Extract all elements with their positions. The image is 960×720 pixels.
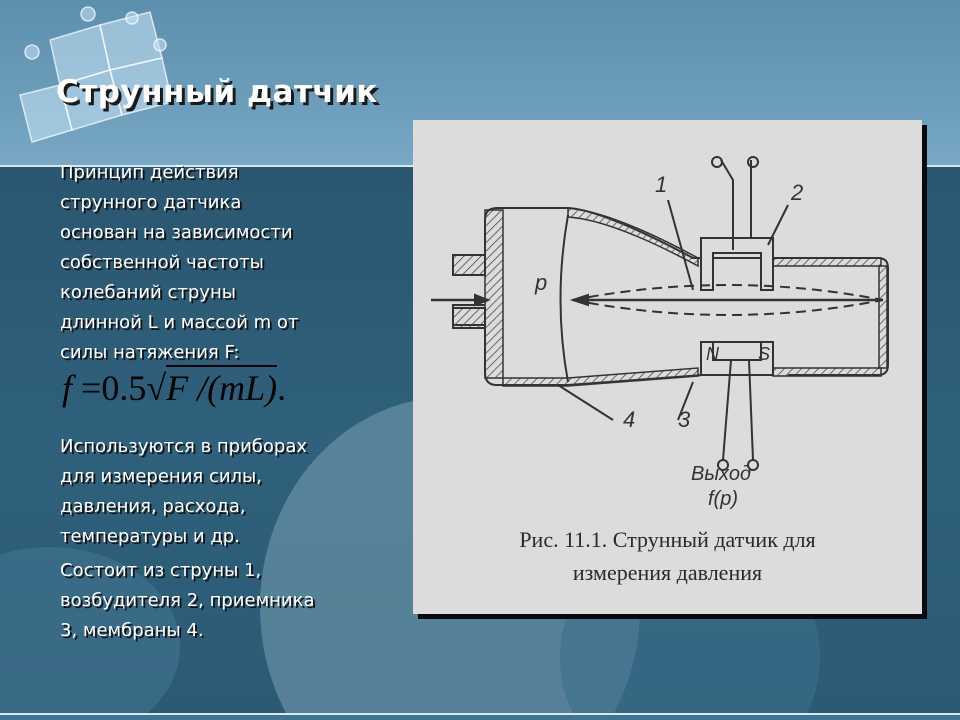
usage-text: Используются в приборах для измерения си… (60, 432, 380, 552)
text-line: длинной L и массой m от (60, 312, 299, 333)
label-string: 1 (655, 172, 667, 197)
formula-equals: = (81, 368, 102, 408)
text-line: температуры и др. (60, 526, 240, 547)
text-line: струнного датчика (60, 192, 242, 213)
label-receiver: 3 (678, 407, 691, 432)
text-line: возбудителя 2, приемника (60, 590, 315, 611)
sqrt-icon: √ (146, 368, 167, 408)
text-line: 3, мембраны 4. (60, 620, 204, 641)
label-membrane: 4 (623, 407, 635, 432)
footer-divider (0, 713, 960, 715)
text-line: собственной частоты (60, 252, 264, 273)
label-magnet-n: N (706, 344, 720, 364)
text-line: давления, расхода, (60, 496, 246, 517)
label-exciter: 2 (790, 180, 803, 205)
composition-text: Состоит из струны 1, возбудителя 2, прие… (60, 556, 380, 646)
text-line: основан на зависимости (60, 222, 293, 243)
figure-caption-line-1: Рис. 11.1. Струнный датчик для (519, 527, 816, 552)
formula-tail: . (277, 368, 287, 408)
frequency-formula: f =0.5√F /(mL). (62, 365, 286, 409)
text-line: Принцип действия (60, 162, 239, 183)
principle-text: Принцип действия струнного датчика основ… (60, 158, 380, 368)
label-output: Выход (691, 463, 751, 485)
formula-radicand: F /(mL) (166, 368, 278, 408)
label-pressure: p (534, 270, 547, 295)
footer-background (0, 715, 960, 720)
text-line: для измерения силы, (60, 466, 262, 487)
sensor-diagram-figure: 1 2 4 3 p N S Выход f(p) Рис. 11.1. Стру… (413, 120, 922, 614)
text-line: Используются в приборах (60, 436, 308, 457)
string-sensor-diagram: 1 2 4 3 p N S Выход f(p) (431, 156, 889, 510)
text-line: силы натяжения F: (60, 342, 240, 363)
label-output-fn: f(p) (708, 488, 738, 510)
slide-title: Струнный датчик (56, 74, 378, 110)
text-line: колебаний струны (60, 282, 236, 303)
figure-caption-line-2: измерения давления (572, 560, 763, 585)
text-line: Состоит из струны 1, (60, 560, 262, 581)
label-magnet-s: S (758, 344, 770, 364)
formula-lhs: f (62, 368, 73, 408)
puzzle-icon (19, 6, 173, 143)
formula-coefficient: 0.5 (101, 368, 147, 408)
